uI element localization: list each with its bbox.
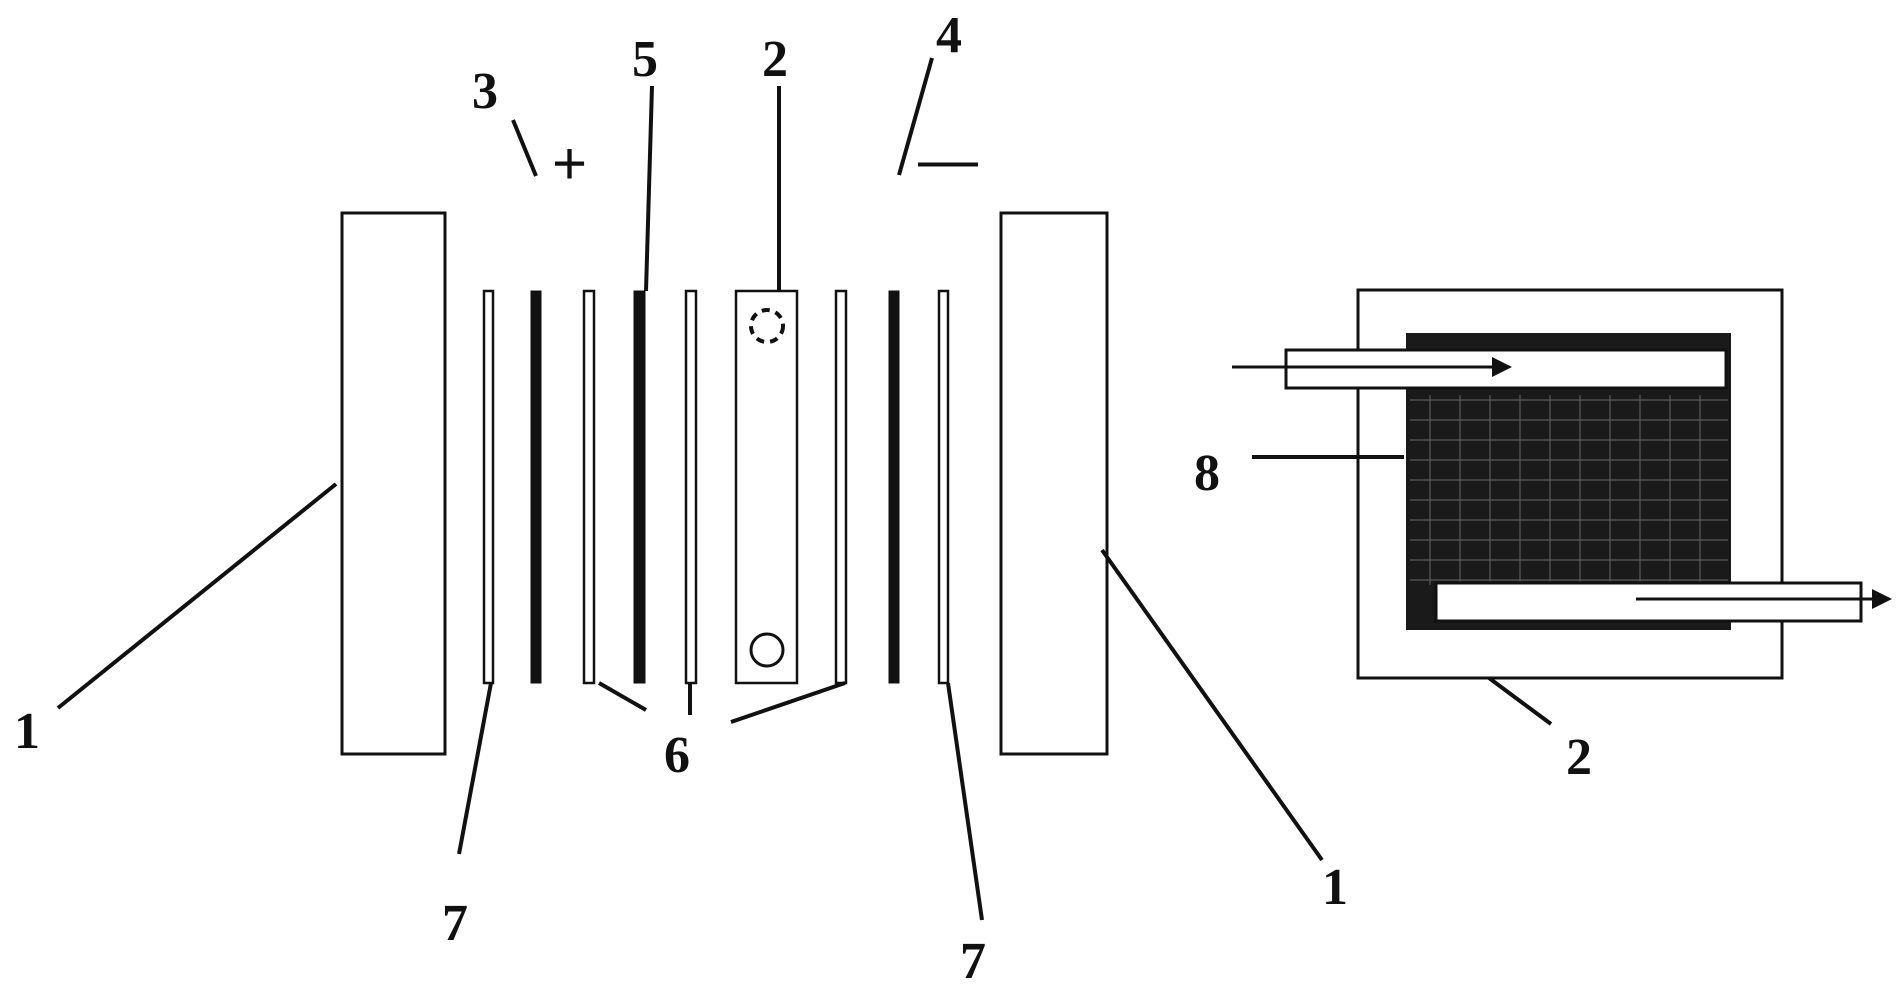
flow-field-grid (1410, 395, 1728, 585)
label-7-left: 7 (442, 895, 468, 952)
flow-plate-port-top (749, 308, 785, 344)
flow-plate-port-bottom (749, 632, 785, 668)
label-1-left: 1 (14, 703, 40, 760)
label-2-detail: 2 (1566, 729, 1592, 786)
flow-plate-body (734, 289, 799, 685)
leader-3 (511, 119, 538, 177)
label-2-top: 2 (762, 31, 788, 88)
negative-sign: — (918, 126, 978, 193)
anode-electrode (530, 290, 542, 684)
leader-5 (644, 85, 654, 292)
left-end-plate (340, 211, 447, 756)
leader-6-left (598, 681, 647, 712)
right-current-collector (937, 289, 950, 685)
flow-plate-detail (1232, 288, 1892, 680)
leader-1-left (56, 482, 338, 710)
gasket-right (834, 289, 848, 685)
positive-sign: + (552, 130, 587, 197)
membrane (633, 290, 646, 684)
outlet-channel (1434, 581, 1863, 623)
gasket-left-2 (684, 289, 698, 685)
leader-1-right (1100, 548, 1324, 862)
flow-plate (734, 289, 799, 685)
left-current-collector (482, 289, 495, 685)
label-6: 6 (664, 727, 690, 784)
label-1-right: 1 (1322, 859, 1348, 916)
label-8: 8 (1194, 445, 1220, 502)
right-end-plate (999, 211, 1109, 756)
leader-7-right (946, 682, 984, 921)
label-4: 4 (936, 7, 962, 64)
label-7-right: 7 (960, 933, 986, 989)
leader-7-left (457, 682, 493, 855)
leader-2-detail (1487, 676, 1553, 726)
cathode-electrode (888, 290, 900, 684)
leader-6-right (730, 681, 846, 724)
leader-lines (56, 57, 1553, 921)
outlet-arrow-head (1872, 589, 1892, 609)
inlet-arrow-head (1492, 357, 1512, 377)
label-5: 5 (632, 31, 658, 88)
label-3: 3 (472, 63, 498, 120)
leader-4 (897, 57, 934, 176)
gasket-left-1 (582, 289, 596, 685)
